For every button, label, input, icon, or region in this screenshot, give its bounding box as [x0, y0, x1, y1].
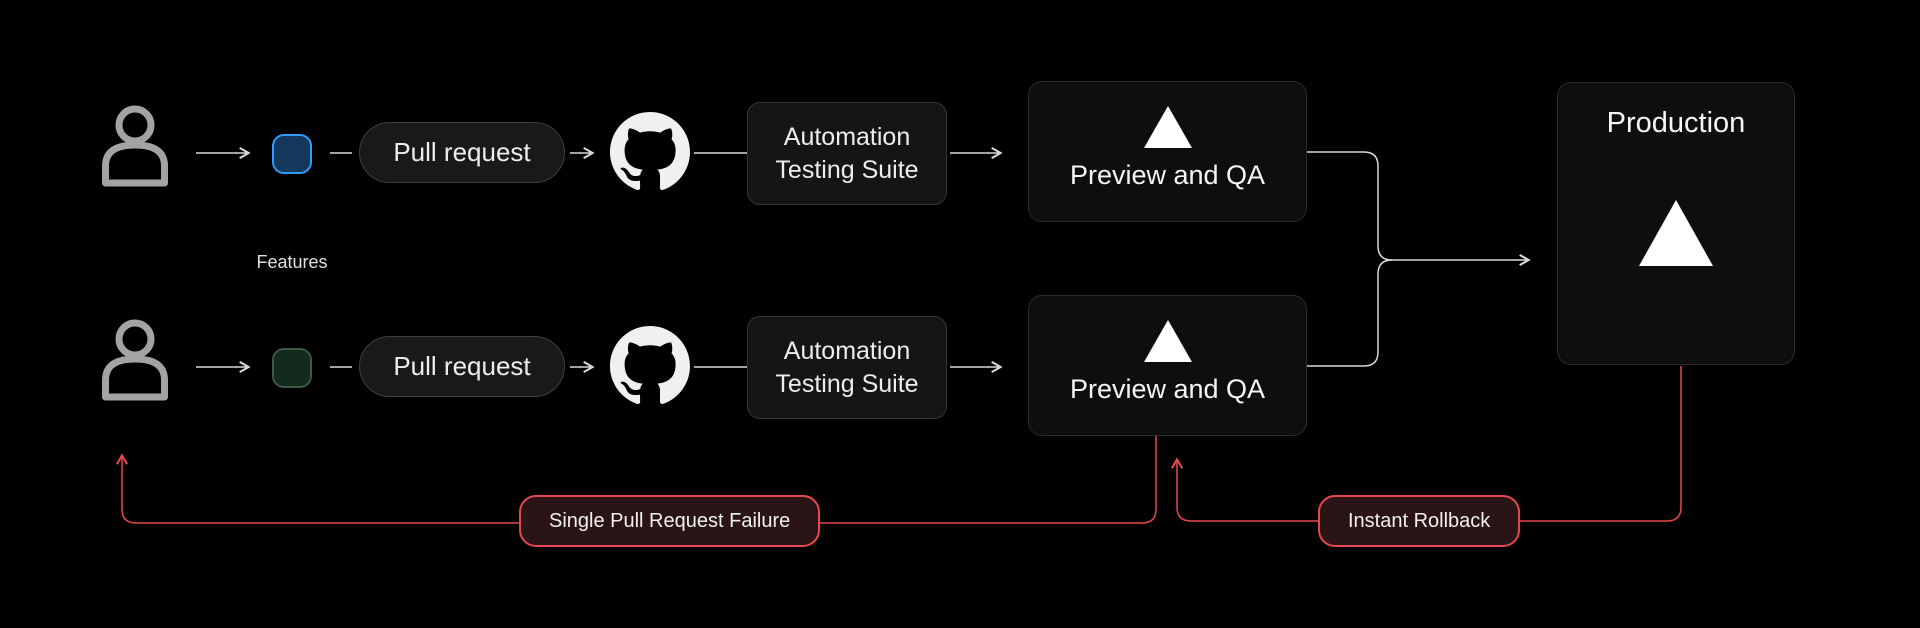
github-icon	[610, 326, 690, 406]
feature-branch-node-green	[272, 348, 312, 388]
vercel-triangle-icon	[1143, 320, 1192, 362]
automation-testing-suite-box: Automation Testing Suite	[747, 316, 947, 419]
merge-connector-top	[1307, 151, 1393, 261]
production-label: Production	[1606, 107, 1746, 139]
merge-connector-bottom	[1307, 259, 1393, 367]
vercel-triangle-icon	[1143, 106, 1192, 148]
testing-suite-label: Automation Testing Suite	[775, 337, 919, 398]
feature-branch-node-blue	[272, 134, 312, 174]
failure-label: Single Pull Request Failure	[549, 509, 791, 532]
vercel-triangle-icon	[1639, 200, 1713, 266]
production-box: Production	[1557, 82, 1795, 365]
rollback-label: Instant Rollback	[1348, 509, 1491, 532]
person-icon	[101, 104, 171, 188]
preview-qa-box: Preview and QA	[1028, 81, 1307, 222]
person-icon	[101, 318, 171, 402]
github-icon	[610, 112, 690, 192]
pull-request-label: Pull request	[393, 137, 531, 167]
pull-request-pill: Pull request	[359, 336, 565, 397]
preview-qa-label: Preview and QA	[1069, 160, 1266, 190]
automation-testing-suite-box: Automation Testing Suite	[747, 102, 947, 205]
single-pull-request-failure-pill: Single Pull Request Failure	[519, 495, 821, 547]
pull-request-label: Pull request	[393, 351, 531, 381]
preview-qa-label: Preview and QA	[1069, 374, 1266, 404]
preview-qa-box: Preview and QA	[1028, 295, 1307, 436]
pull-request-pill: Pull request	[359, 122, 565, 183]
testing-suite-label: Automation Testing Suite	[775, 123, 919, 184]
features-label: Features	[256, 252, 328, 272]
instant-rollback-pill: Instant Rollback	[1318, 495, 1521, 547]
